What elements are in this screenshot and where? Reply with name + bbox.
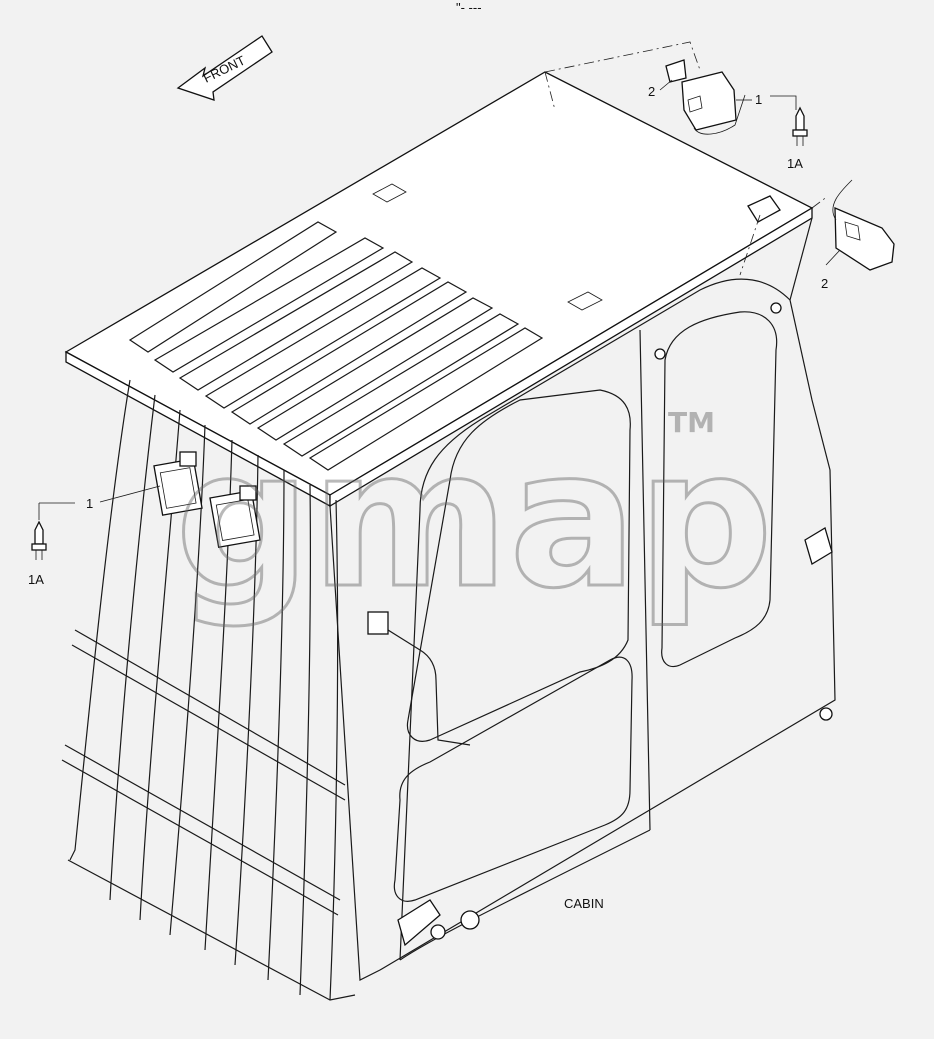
callout-1a-left: 1A (28, 572, 44, 587)
callout-1-front: 1 (86, 496, 93, 511)
work-lamp-side-right (747, 179, 895, 271)
side-vent-icon (804, 527, 833, 565)
door-window-upper (406, 389, 631, 742)
bulb-icon (792, 106, 808, 146)
cabin-label: CABIN (564, 896, 604, 911)
door-panel-lower (393, 656, 633, 902)
roof-opening (372, 183, 407, 203)
roof-opening (567, 291, 603, 311)
work-lamp-front (153, 451, 261, 549)
handrail-bracket (367, 611, 389, 635)
watermark-text: gmap (175, 409, 773, 630)
watermark-logo: gmap TM (174, 406, 775, 632)
roof-guard (128, 221, 544, 471)
front-guard (61, 379, 356, 1001)
cabin-body (61, 71, 836, 1001)
callout-1-top: 1 (755, 92, 762, 107)
callout-1a-top: 1A (787, 156, 803, 171)
cabin-side-panel (329, 217, 836, 981)
handrail (379, 624, 471, 746)
leader-lines (38, 41, 841, 520)
watermark-tm: TM (668, 406, 715, 439)
callout-2-top: 2 (648, 84, 655, 99)
callout-2-side: 2 (821, 276, 828, 291)
lamp-bracket (747, 195, 781, 223)
lamp-bracket (665, 59, 687, 83)
header-mark: "‑ ‑‑‑ (456, 0, 482, 15)
side-window-rear (661, 311, 778, 668)
work-lamp-top-right (665, 59, 746, 135)
bulb-icon (31, 520, 47, 560)
door-handle-icon (397, 899, 441, 947)
front-arrow-icon (176, 35, 273, 101)
